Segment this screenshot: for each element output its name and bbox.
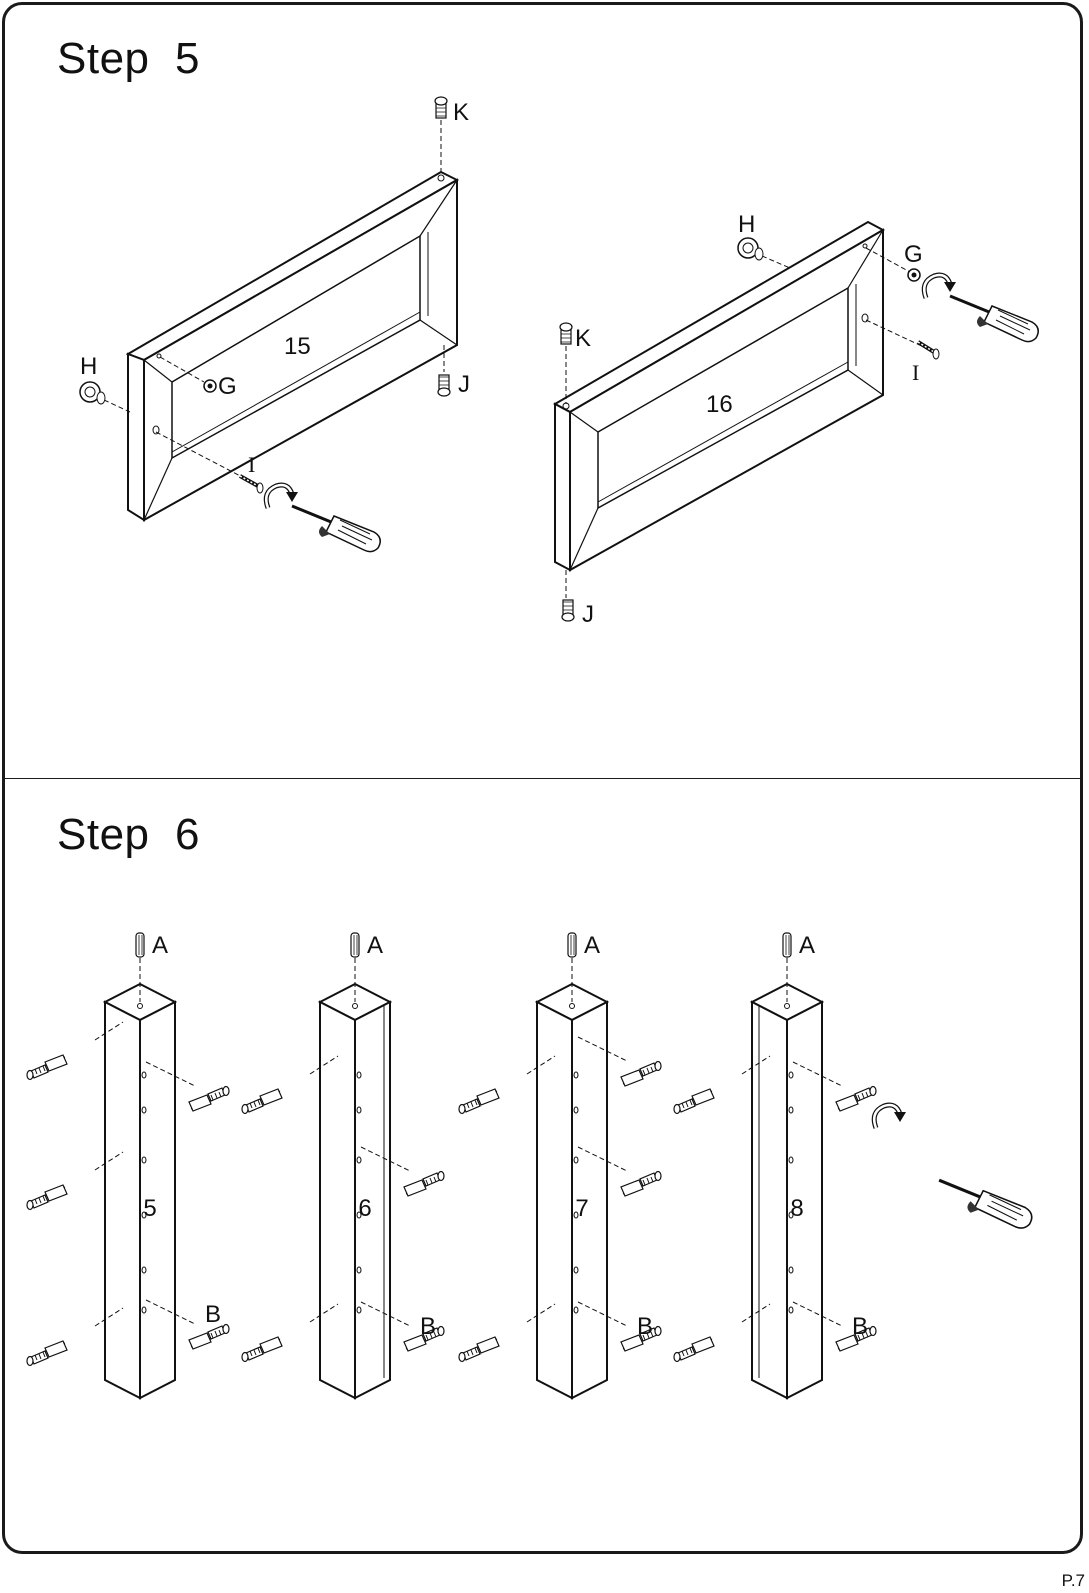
part-number-6: 6 xyxy=(358,1195,371,1222)
post-8: A B 8 xyxy=(673,932,877,1400)
screw-icon xyxy=(916,340,940,360)
cam-bolt-icon xyxy=(620,1060,662,1087)
label-h: H xyxy=(738,211,755,238)
cam-bolt-icon xyxy=(241,1088,283,1115)
label-a: A xyxy=(584,932,600,959)
screwdriver-icon xyxy=(290,504,382,554)
label-k: K xyxy=(453,99,469,126)
label-j: J xyxy=(582,601,594,628)
page-number: P.7 xyxy=(1061,1571,1085,1590)
leg-glide-icon xyxy=(561,599,575,622)
label-k: K xyxy=(575,325,591,352)
cam-bolt-icon xyxy=(673,1088,715,1115)
cam-bolt-head-icon xyxy=(907,268,921,282)
label-b: B xyxy=(637,1313,653,1340)
dowel-icon xyxy=(567,932,577,958)
posts-layer: A B 5 A B 6 A B 7 A B 8 xyxy=(26,932,1034,1400)
step-5-title: Step 5 xyxy=(57,34,200,83)
screwdriver-icon xyxy=(937,1178,1034,1230)
label-g: G xyxy=(904,241,923,268)
rotate-arrow-icon xyxy=(266,485,298,508)
cam-bolt-icon xyxy=(188,1323,230,1350)
post-6: A B 6 xyxy=(241,932,445,1400)
cam-bolt-icon xyxy=(620,1170,662,1197)
part-number-5: 5 xyxy=(143,1195,156,1222)
leg-glide-icon xyxy=(437,374,451,397)
dowel-icon xyxy=(350,932,360,958)
step-6-title: Step 6 xyxy=(57,810,200,859)
post-7: A B 7 xyxy=(458,932,662,1400)
dowel-icon xyxy=(782,932,792,958)
cam-bolt-icon xyxy=(26,1184,68,1211)
leg-glide-icon xyxy=(559,322,573,345)
cam-bolt-icon xyxy=(26,1340,68,1367)
label-b: B xyxy=(420,1313,436,1340)
cam-bolt-icon xyxy=(241,1336,283,1363)
post-5: A B 5 xyxy=(26,932,230,1400)
cam-bolt-icon xyxy=(835,1085,877,1112)
cam-bolt-icon xyxy=(673,1336,715,1363)
part-number-7: 7 xyxy=(575,1195,588,1222)
label-b: B xyxy=(205,1301,221,1328)
screwdriver-icon xyxy=(948,294,1040,344)
cam-bolt-icon xyxy=(26,1054,68,1081)
label-b: B xyxy=(852,1313,868,1340)
step-divider xyxy=(4,778,1081,779)
leg-glide-icon xyxy=(434,96,448,119)
part-number-16: 16 xyxy=(706,391,733,418)
label-a: A xyxy=(152,932,168,959)
rotate-arrow-icon xyxy=(874,1105,906,1128)
part-number-15: 15 xyxy=(284,333,311,360)
label-h: H xyxy=(80,353,97,380)
label-i: I xyxy=(248,452,255,477)
label-a: A xyxy=(799,932,815,959)
label-i: I xyxy=(912,360,919,385)
panel-15-drawing xyxy=(103,120,460,522)
label-g: G xyxy=(218,373,237,400)
screw-icon xyxy=(239,474,264,494)
cam-bolt-icon xyxy=(403,1170,445,1197)
cam-lock-icon xyxy=(79,381,106,405)
cam-bolt-icon xyxy=(458,1336,500,1363)
label-a: A xyxy=(367,932,383,959)
part-number-8: 8 xyxy=(790,1195,803,1222)
label-j: J xyxy=(458,371,470,398)
rotate-arrow-icon xyxy=(924,275,956,298)
cam-bolt-head-icon xyxy=(203,379,217,393)
panel-16-drawing xyxy=(552,220,927,598)
cam-lock-icon xyxy=(737,237,764,261)
page-frame xyxy=(2,2,1083,1554)
cam-bolt-icon xyxy=(458,1088,500,1115)
dowel-icon xyxy=(135,932,145,958)
cam-bolt-icon xyxy=(188,1085,230,1112)
